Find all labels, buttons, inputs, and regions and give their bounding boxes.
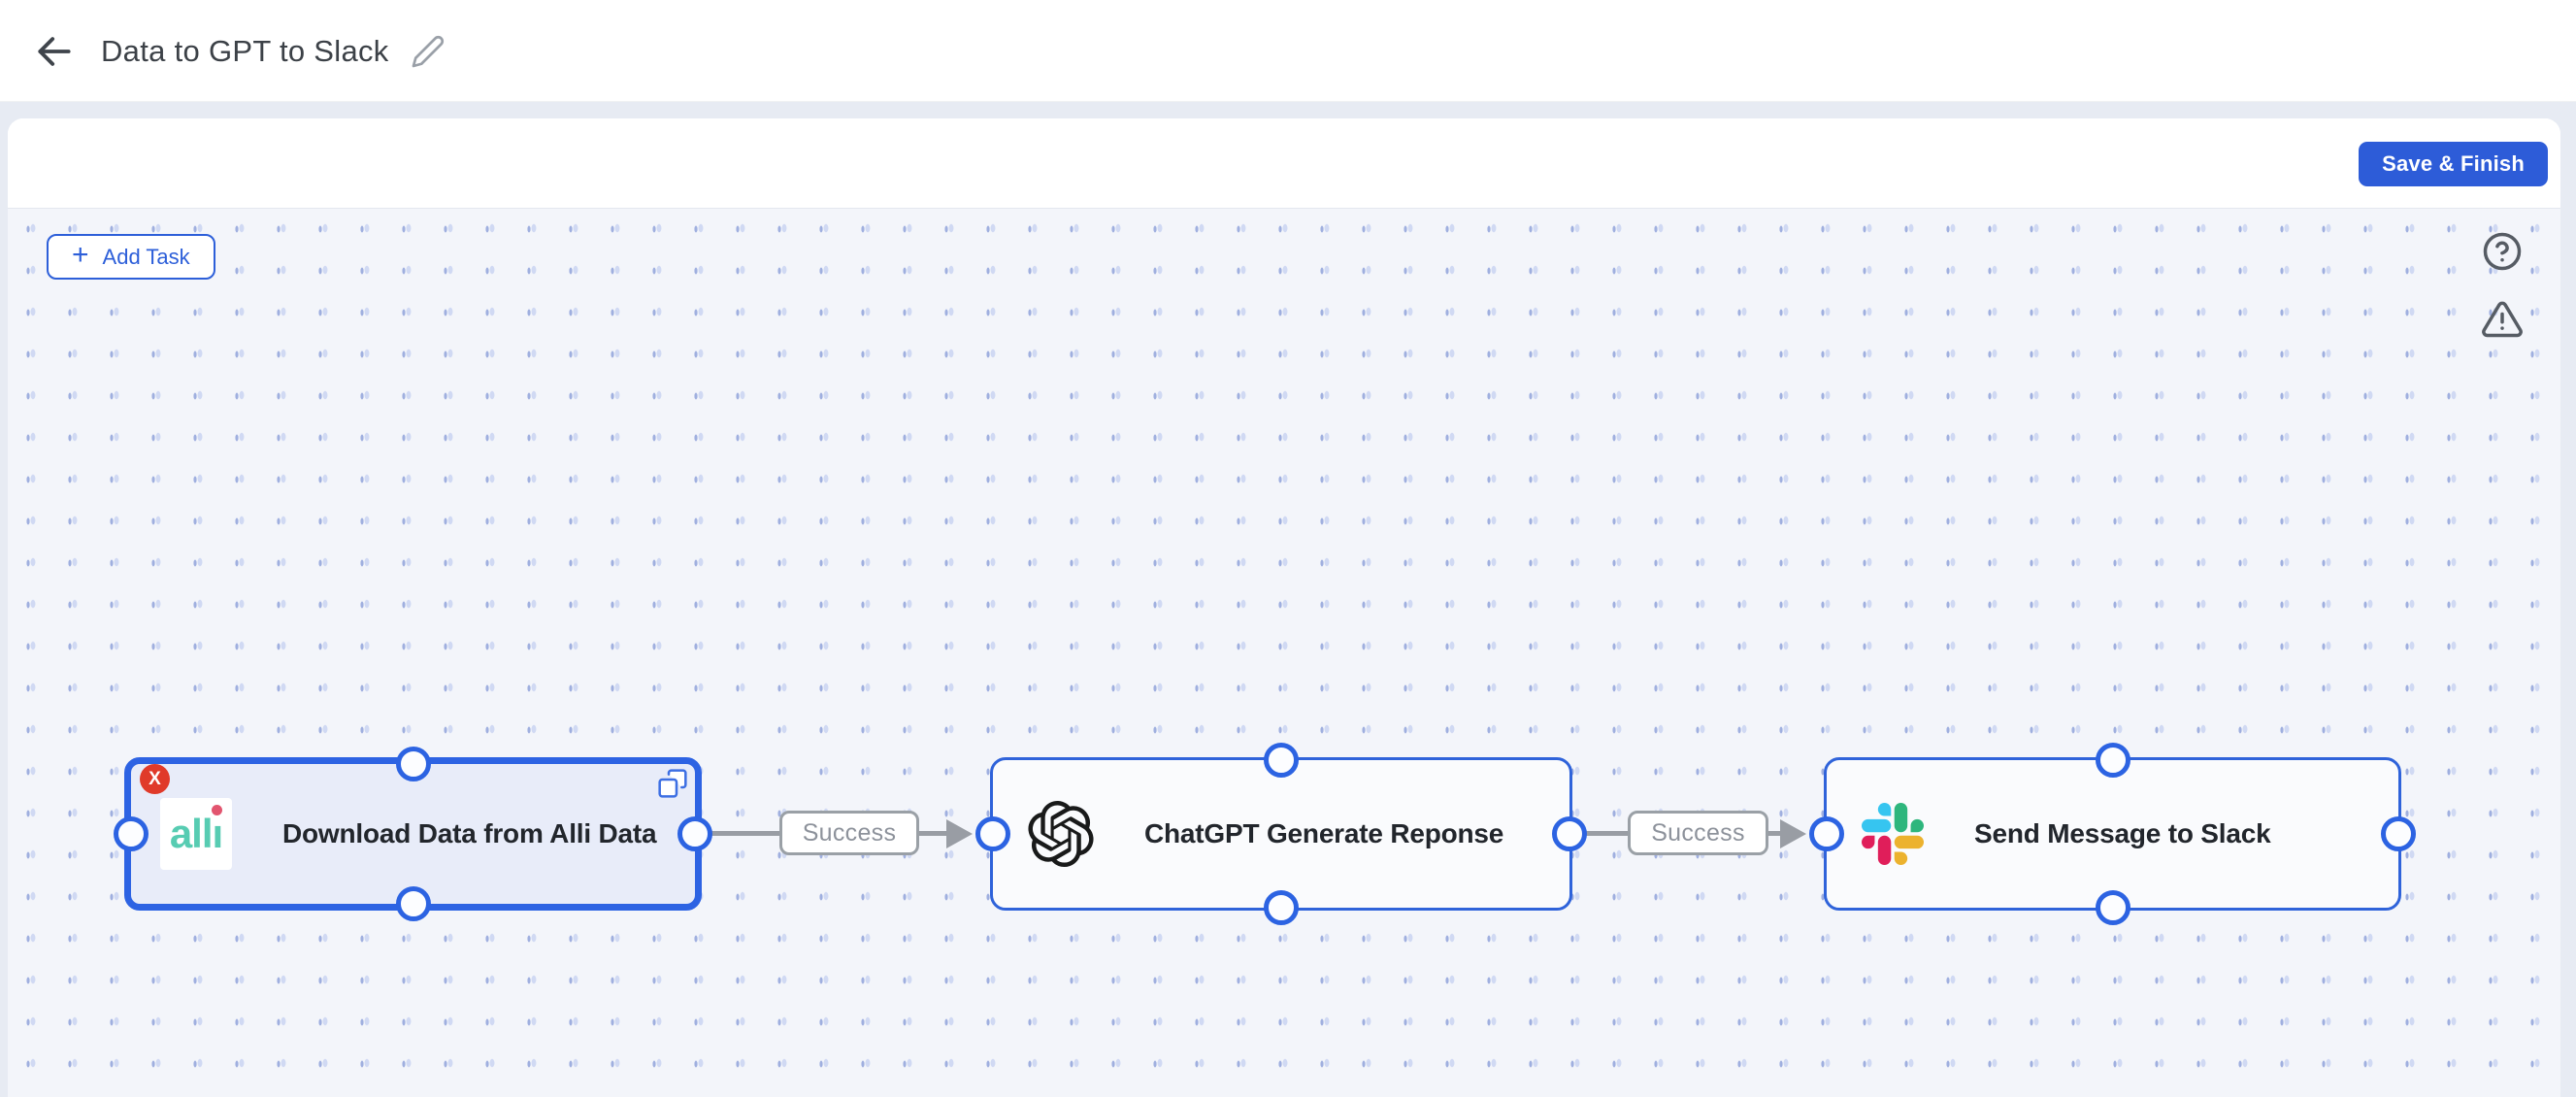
- edit-title-button[interactable]: [408, 31, 448, 72]
- alli-logo-dot: [212, 805, 223, 815]
- alli-logo-text: allı: [170, 805, 223, 854]
- edge-label-success[interactable]: Success: [779, 811, 919, 855]
- connection-handle-top[interactable]: [2095, 743, 2130, 778]
- connection-handle-top[interactable]: [395, 747, 431, 781]
- arrow-left-icon: [33, 30, 76, 73]
- edge-arrowhead-icon: [1780, 819, 1806, 848]
- node-label: ChatGPT Generate Reponse: [1144, 818, 1504, 848]
- warning-triangle-icon: [2481, 298, 2524, 341]
- delete-node-button[interactable]: X: [140, 764, 170, 794]
- openai-logo: [1028, 801, 1094, 867]
- task-node-chatgpt-generate[interactable]: ChatGPT Generate Reponse: [975, 743, 1587, 925]
- workflow-title: Data to GPT to Slack: [101, 33, 389, 68]
- editor-toolbar: Save & Finish: [8, 118, 2560, 208]
- connection-handle-left[interactable]: [975, 816, 1010, 851]
- connection-handle-right[interactable]: [2381, 816, 2416, 851]
- connection-handle-left[interactable]: [114, 816, 149, 851]
- add-task-button[interactable]: + Add Task: [47, 234, 215, 280]
- node-label: Send Message to Slack: [1974, 818, 2271, 848]
- app-header: Data to GPT to Slack: [0, 0, 2576, 102]
- edge-label-success[interactable]: Success: [1628, 811, 1768, 855]
- copy-icon: [655, 768, 688, 799]
- task-node-send-slack[interactable]: Send Message to Slack: [1809, 743, 2416, 925]
- connection-handle-bottom[interactable]: [2095, 890, 2130, 925]
- copy-node-button[interactable]: [655, 767, 688, 800]
- alli-logo: allı: [160, 798, 232, 870]
- slack-logo: [1862, 803, 1924, 865]
- save-finish-button[interactable]: Save & Finish: [2359, 142, 2548, 186]
- connection-handle-bottom[interactable]: [1264, 890, 1299, 925]
- workflow-canvas[interactable]: + Add Task Succes: [8, 208, 2560, 1097]
- connection-handle-top[interactable]: [1264, 743, 1299, 778]
- add-task-label: Add Task: [102, 244, 190, 269]
- task-node-download-alli-data[interactable]: X allı Download Data from Alli Data: [114, 747, 712, 921]
- node-label: Download Data from Alli Data: [282, 818, 657, 848]
- connection-handle-right[interactable]: [1552, 816, 1587, 851]
- edge-arrowhead-icon: [946, 819, 973, 848]
- connection-handle-left[interactable]: [1809, 816, 1844, 851]
- help-button[interactable]: [2481, 230, 2524, 273]
- warning-button[interactable]: [2481, 298, 2524, 341]
- workflow-editor-card: Save & Finish + Add Task: [8, 118, 2560, 1097]
- pencil-icon: [411, 34, 446, 69]
- connection-handle-bottom[interactable]: [395, 886, 431, 921]
- help-circle-icon: [2482, 231, 2523, 272]
- plus-icon: +: [72, 239, 89, 271]
- connection-handle-right[interactable]: [677, 816, 712, 851]
- back-button[interactable]: [29, 26, 80, 77]
